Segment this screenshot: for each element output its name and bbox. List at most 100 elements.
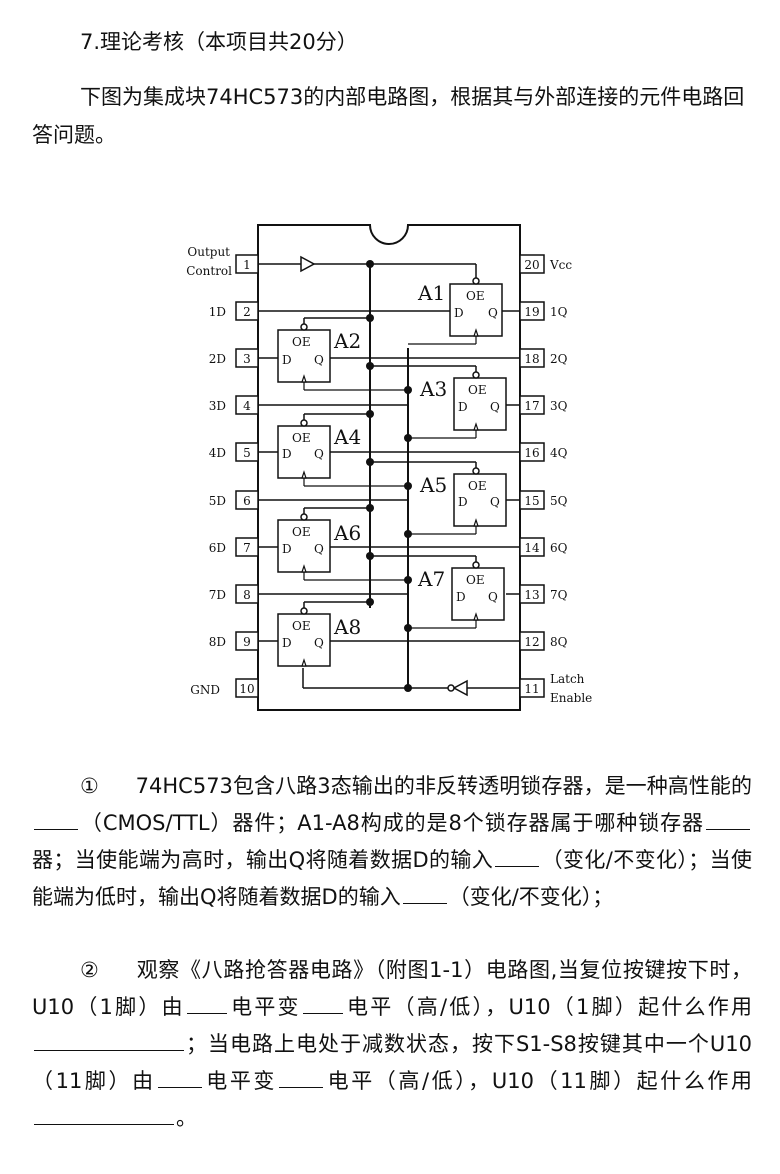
- answer-blank-8[interactable]: [157, 1065, 202, 1088]
- svg-text:Output: Output: [187, 245, 230, 259]
- svg-text:6Q: 6Q: [550, 541, 568, 555]
- svg-text:6D: 6D: [209, 541, 226, 555]
- svg-text:13: 13: [524, 588, 539, 602]
- svg-text:2: 2: [243, 305, 251, 319]
- intro-paragraph: 下图为集成块74HC573的内部电路图，根据其与外部连接的元件电路回答问题。: [32, 85, 745, 147]
- svg-text:Q: Q: [490, 495, 500, 509]
- svg-text:1: 1: [243, 258, 251, 272]
- latch-a1: OE D Q A1: [417, 277, 503, 337]
- svg-text:17: 17: [524, 399, 539, 413]
- question-1-number: ①: [80, 774, 99, 798]
- svg-text:Q: Q: [314, 636, 324, 650]
- svg-text:5D: 5D: [209, 494, 226, 508]
- latch-a8: OE D Q A8: [277, 601, 370, 667]
- latch-a7: OE D Q A7: [370, 555, 505, 621]
- svg-text:8Q: 8Q: [550, 635, 568, 649]
- answer-blank-6[interactable]: [302, 991, 343, 1014]
- svg-text:D: D: [282, 542, 292, 556]
- question-2: ② 观察《八路抢答器电路》（附图1-1）电路图,当复位按键按下时，U10（1脚）…: [32, 958, 753, 1130]
- svg-text:D: D: [454, 306, 464, 320]
- svg-text:OE: OE: [466, 289, 485, 303]
- svg-text:10: 10: [239, 682, 254, 696]
- svg-text:A3: A3: [419, 377, 447, 401]
- svg-text:A6: A6: [333, 521, 361, 545]
- svg-text:5Q: 5Q: [550, 494, 568, 508]
- svg-text:OE: OE: [292, 619, 311, 633]
- svg-text:Q: Q: [314, 542, 324, 556]
- svg-text:19: 19: [524, 305, 539, 319]
- section-heading: 7.理论考核（本项目共20分）: [80, 30, 358, 54]
- svg-text:11: 11: [524, 682, 539, 696]
- svg-text:18: 18: [524, 352, 539, 366]
- svg-text:7Q: 7Q: [550, 588, 568, 602]
- svg-text:A1: A1: [417, 281, 445, 305]
- svg-text:1D: 1D: [209, 305, 226, 319]
- svg-text:Q: Q: [490, 400, 500, 414]
- svg-text:4: 4: [243, 399, 251, 413]
- question-1: ① 74HC573包含八路3态输出的非反转透明锁存器，是一种高性能的（CMOS/…: [32, 774, 753, 909]
- svg-text:OE: OE: [468, 383, 487, 397]
- svg-text:9: 9: [243, 635, 251, 649]
- svg-text:16: 16: [524, 446, 539, 460]
- svg-text:2D: 2D: [209, 352, 226, 366]
- svg-text:5: 5: [243, 446, 251, 460]
- svg-text:20: 20: [524, 258, 539, 272]
- answer-blank-1[interactable]: [34, 807, 78, 830]
- svg-text:2Q: 2Q: [550, 352, 568, 366]
- latch-a4: OE D Q A4: [277, 413, 370, 479]
- answer-blank-7[interactable]: [34, 1028, 184, 1051]
- svg-text:6: 6: [243, 494, 251, 508]
- svg-text:14: 14: [524, 541, 540, 555]
- svg-text:OE: OE: [466, 573, 485, 587]
- svg-text:OE: OE: [468, 479, 487, 493]
- chip-outline: [257, 224, 521, 711]
- svg-text:8: 8: [243, 588, 251, 602]
- svg-text:15: 15: [524, 494, 539, 508]
- latch-a6: OE D Q A6: [277, 507, 370, 573]
- svg-text:4D: 4D: [209, 446, 226, 460]
- svg-text:Q: Q: [488, 306, 498, 320]
- latch-a3: OE D Q A3: [370, 365, 507, 431]
- svg-text:D: D: [282, 636, 292, 650]
- svg-text:OE: OE: [292, 431, 311, 445]
- svg-text:A7: A7: [417, 567, 445, 591]
- latch-a2: OE D Q A2: [277, 317, 370, 383]
- svg-text:A5: A5: [419, 473, 447, 497]
- svg-text:D: D: [456, 590, 466, 604]
- svg-text:Q: Q: [314, 447, 324, 461]
- answer-blank-5[interactable]: [186, 991, 227, 1014]
- svg-text:3D: 3D: [209, 399, 226, 413]
- svg-text:Q: Q: [488, 590, 498, 604]
- svg-text:D: D: [458, 495, 468, 509]
- svg-text:4Q: 4Q: [550, 446, 568, 460]
- ic-74hc573-diagram: OE D Q A1 OE D Q A2 OE D Q A3 OE D Q A4: [186, 224, 592, 711]
- svg-text:Vcc: Vcc: [549, 258, 572, 272]
- answer-blank-3[interactable]: [495, 844, 540, 867]
- svg-text:D: D: [458, 400, 468, 414]
- svg-text:Q: Q: [314, 353, 324, 367]
- svg-text:12: 12: [524, 635, 539, 649]
- svg-text:A2: A2: [333, 329, 361, 353]
- question-2-number: ②: [80, 958, 100, 982]
- latch-a5: OE D Q A5: [370, 461, 507, 527]
- answer-blank-9[interactable]: [279, 1065, 324, 1088]
- svg-text:8D: 8D: [209, 635, 226, 649]
- svg-text:OE: OE: [292, 335, 311, 349]
- answer-blank-10[interactable]: [34, 1102, 174, 1125]
- svg-text:1Q: 1Q: [550, 305, 568, 319]
- svg-text:A8: A8: [333, 615, 361, 639]
- svg-text:Enable: Enable: [550, 691, 592, 705]
- svg-text:A4: A4: [333, 425, 361, 449]
- svg-text:7: 7: [243, 541, 251, 555]
- svg-text:OE: OE: [292, 525, 311, 539]
- svg-text:D: D: [282, 447, 292, 461]
- svg-text:Control: Control: [186, 264, 232, 278]
- svg-text:3: 3: [243, 352, 251, 366]
- svg-text:7D: 7D: [209, 588, 226, 602]
- svg-text:Latch: Latch: [550, 672, 585, 686]
- svg-text:D: D: [282, 353, 292, 367]
- answer-blank-4[interactable]: [402, 881, 447, 904]
- svg-text:3Q: 3Q: [550, 399, 568, 413]
- answer-blank-2[interactable]: [706, 807, 750, 830]
- svg-text:GND: GND: [190, 683, 220, 697]
